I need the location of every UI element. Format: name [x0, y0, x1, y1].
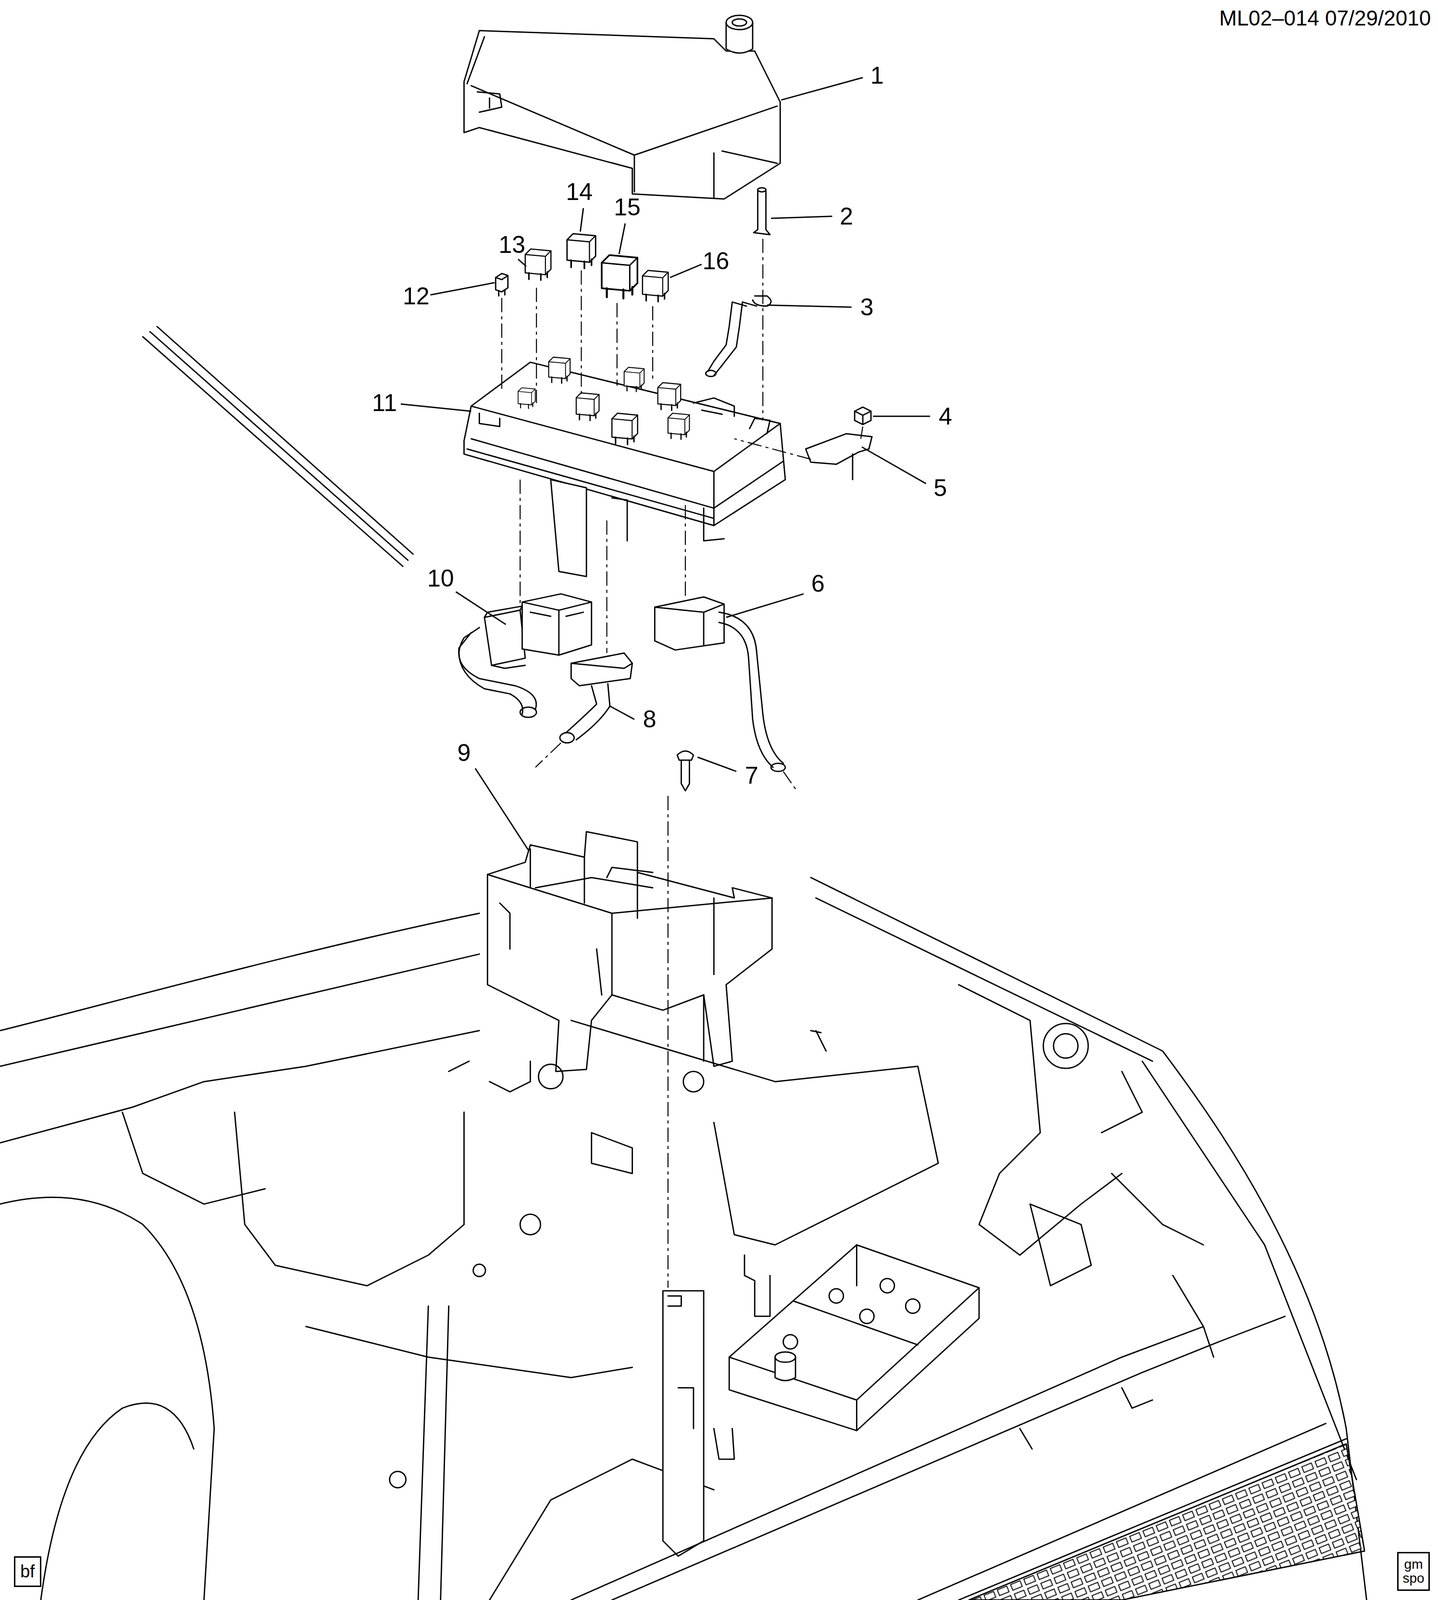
- callout-number: 9: [457, 740, 472, 765]
- drawing-code: ML02–014 07/29/2010: [1219, 7, 1431, 29]
- callout-number: 10: [427, 566, 455, 591]
- callout-number: 14: [565, 179, 593, 204]
- callout-number: 2: [839, 204, 854, 229]
- callout-number: 1: [870, 63, 884, 88]
- callout-number: 16: [702, 248, 730, 273]
- callout-number: 8: [643, 706, 657, 732]
- callout-number: 11: [371, 390, 397, 415]
- callout-number: 4: [938, 404, 953, 429]
- callout-number: 3: [860, 295, 874, 320]
- node-text: gm spo: [1402, 1556, 1425, 1586]
- callout-number: 15: [613, 195, 641, 220]
- gm-spo-logo: gm spo: [1397, 1551, 1430, 1591]
- callout-number: 13: [498, 232, 526, 257]
- drawing-code-box: bf: [13, 1555, 42, 1587]
- callout-number: 6: [811, 571, 825, 596]
- callout-number: 5: [933, 475, 948, 500]
- callout-number: 12: [402, 284, 430, 309]
- callout-number: 7: [744, 763, 759, 788]
- node-text: bf: [20, 1561, 36, 1581]
